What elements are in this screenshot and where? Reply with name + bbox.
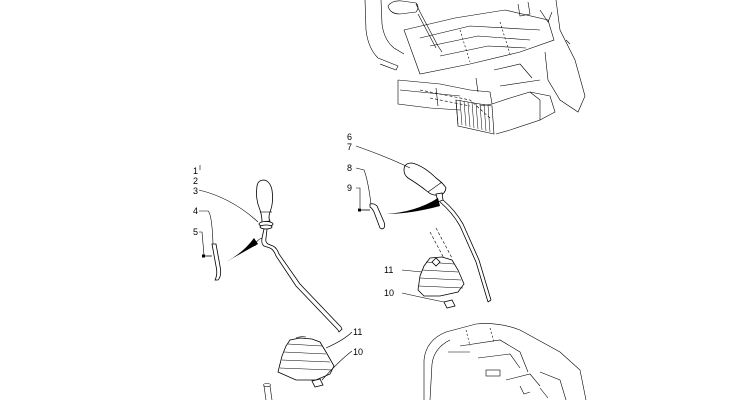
callout-6: 6 bbox=[347, 132, 352, 142]
callout-11-right: 11 bbox=[384, 265, 393, 275]
callout-8: 8 bbox=[347, 163, 352, 173]
right-control-lever bbox=[358, 162, 492, 309]
seat-assembly bbox=[364, 0, 586, 135]
callout-4: 4 bbox=[193, 206, 198, 216]
callout-9: 9 bbox=[347, 183, 352, 193]
lower-console bbox=[423, 323, 587, 400]
callout-10-left: 10 bbox=[353, 347, 363, 357]
left-control-lever bbox=[202, 179, 343, 400]
callout-11-left: 11 bbox=[353, 327, 362, 337]
callout-5: 5 bbox=[193, 227, 198, 237]
leader-lines bbox=[198, 145, 445, 381]
callout-10-right: 10 bbox=[384, 288, 394, 298]
right-boot bbox=[417, 256, 465, 297]
callout-2: 2 bbox=[193, 176, 198, 186]
left-boot bbox=[277, 336, 335, 381]
callout-7: 7 bbox=[347, 142, 352, 152]
callouts: 1 2 3 4 5 11 10 6 7 8 9 11 10 bbox=[193, 132, 394, 357]
callout-1: 1 bbox=[193, 166, 198, 176]
callout-3: 3 bbox=[193, 186, 198, 196]
